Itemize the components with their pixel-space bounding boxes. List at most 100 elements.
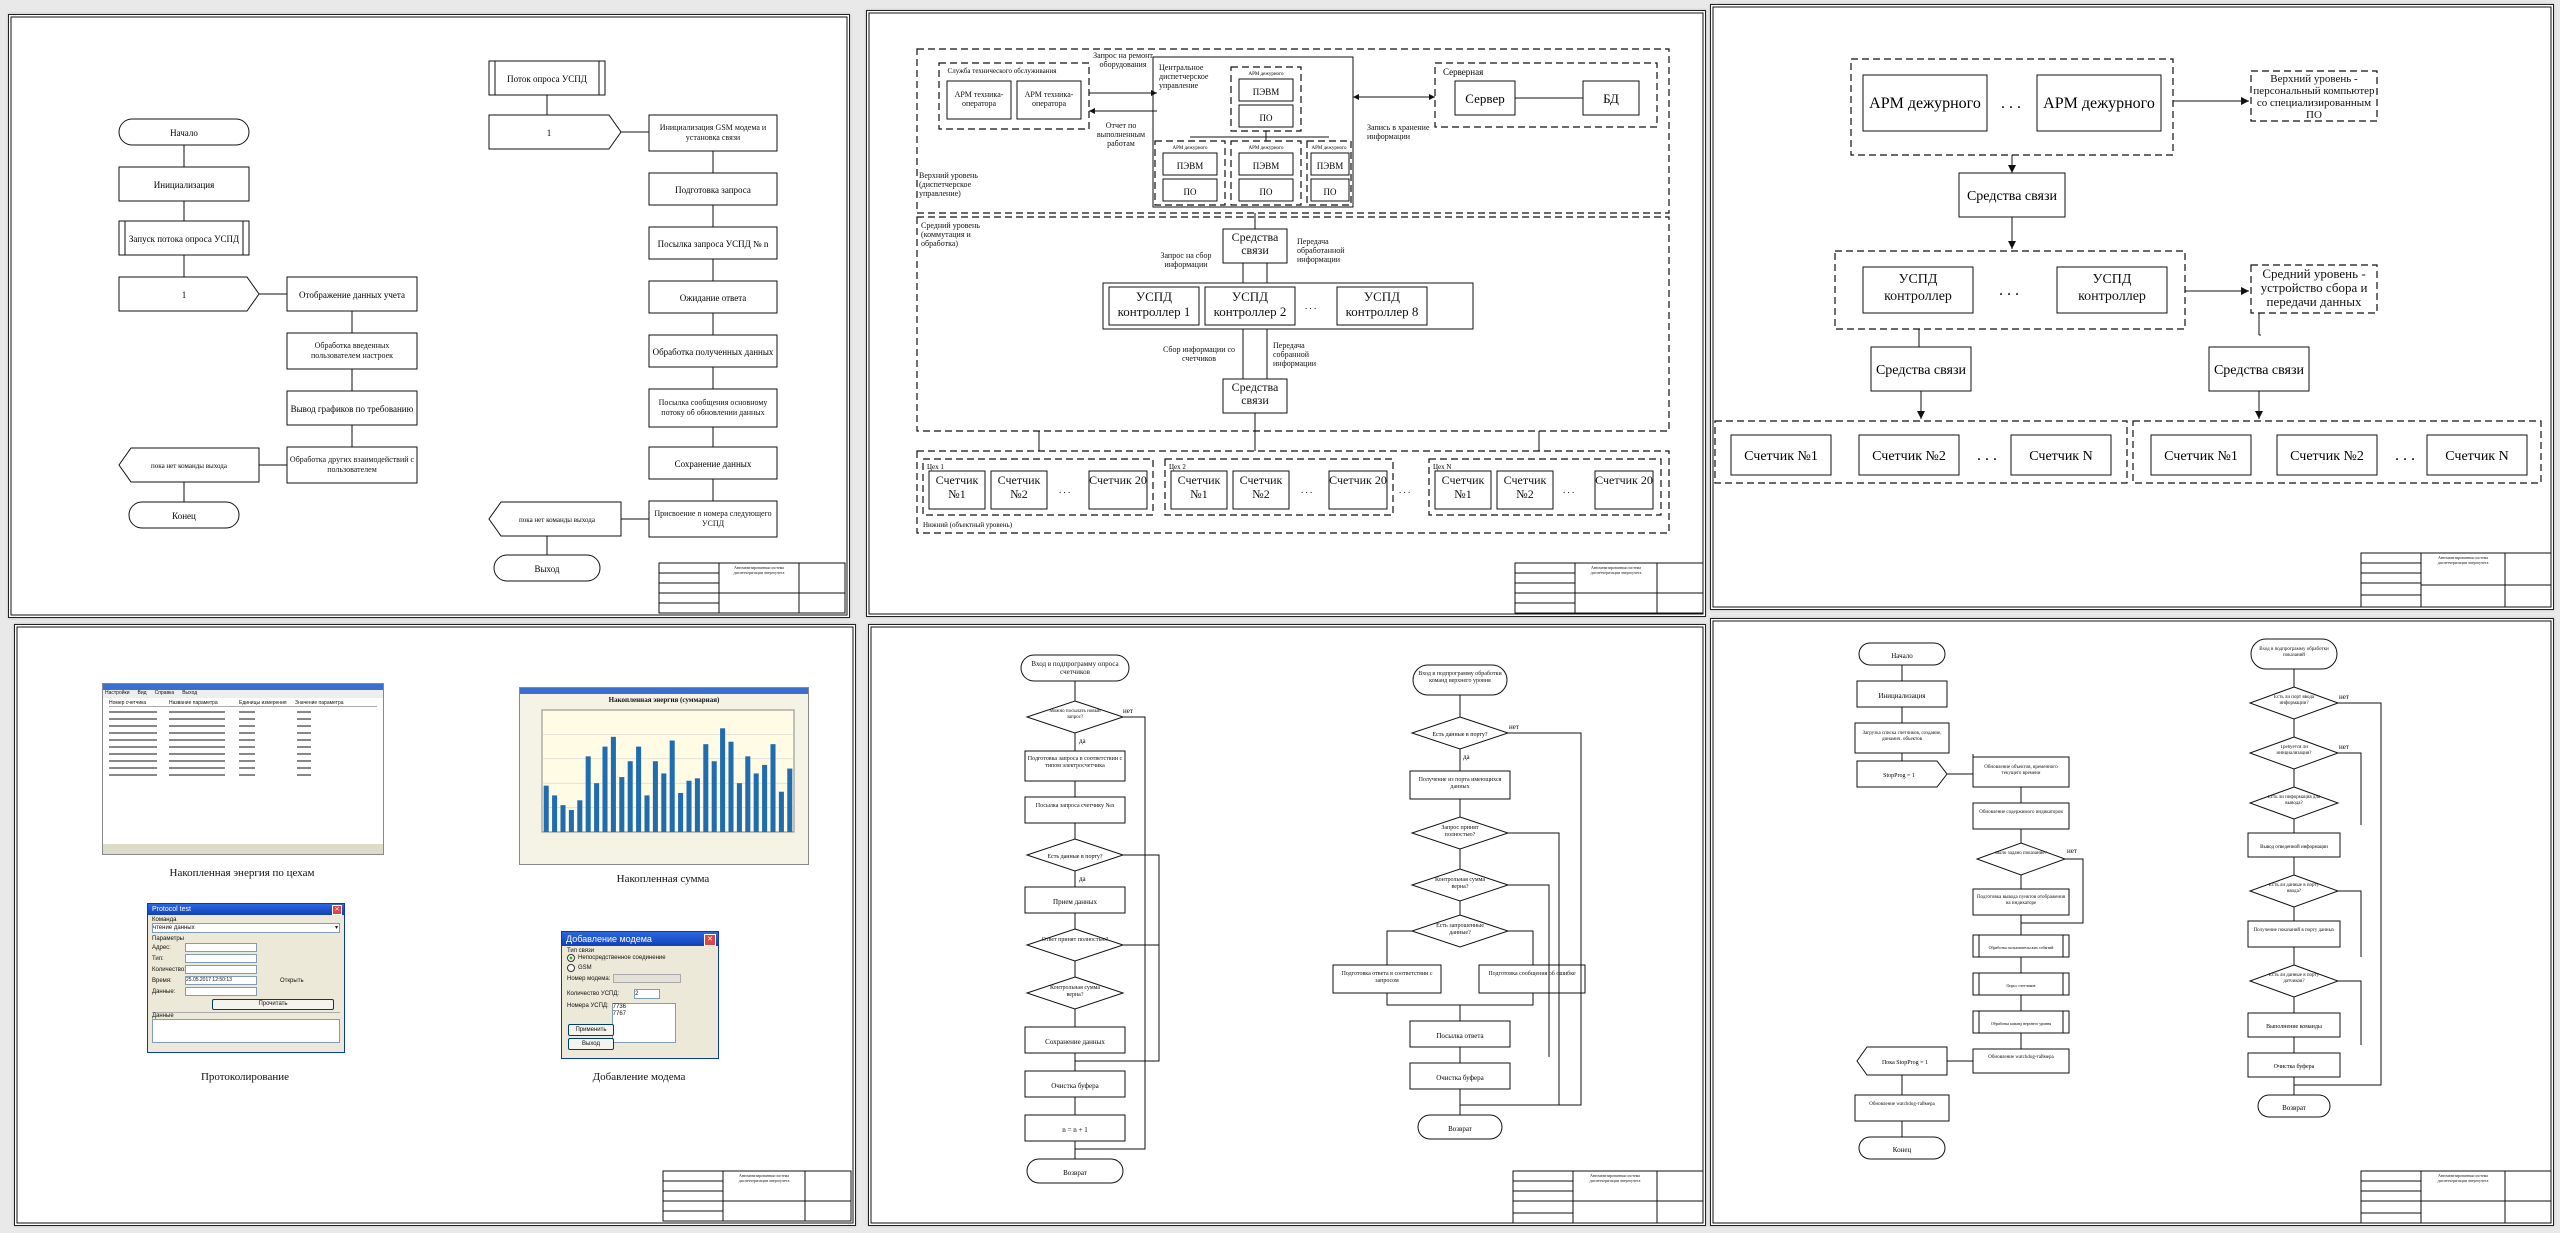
protocol-data-input[interactable] (185, 987, 257, 996)
col-param[interactable]: Название параметра (169, 700, 218, 706)
chart-bar (568, 810, 574, 832)
protocol-data-area[interactable] (152, 1019, 340, 1043)
sheet-architecture[interactable]: Служба технического обслуживания АРМ тех… (866, 10, 1706, 617)
table-rows-svg (109, 711, 311, 776)
protocol-count-input[interactable] (185, 965, 257, 974)
pr-receive (2247, 920, 2341, 948)
pr-q5-label: Есть ли данные в порту датчиков? (2268, 973, 2320, 984)
svg-text:ПО: ПО (1260, 187, 1273, 197)
chart-bar (694, 778, 700, 832)
node-graphs (286, 390, 418, 426)
modem-num-input[interactable] (613, 974, 682, 983)
chart-bar (770, 744, 776, 832)
protocol-read-button[interactable]: Прочитать (212, 999, 334, 1010)
menu-exit[interactable]: Выход (182, 690, 198, 696)
pr-output (2247, 832, 2341, 858)
radio-direct[interactable] (567, 954, 575, 962)
col-unit[interactable]: Единицы измерения (239, 700, 287, 706)
modem-uspd-input[interactable]: 7736 7767 (611, 1003, 676, 1043)
uspd-8 (1336, 286, 1428, 326)
ml-set-ind (1972, 888, 2070, 916)
meters-right-dots: . . . (2395, 447, 2415, 464)
node-thread-label: Поток опроса УСПД (507, 74, 587, 84)
meter-rn-label: Счетчик N (2445, 449, 2508, 464)
meter-r1 (2150, 434, 2252, 476)
protocol-addr-input[interactable] (185, 943, 257, 952)
comm-left-label: Средства связи (1876, 363, 1967, 378)
node-settings (286, 332, 418, 370)
chart-title: Накопленная энергия (суммарная) (608, 696, 720, 704)
node-proc-label: Обработка полученных данных (653, 347, 774, 357)
modem-count-input[interactable]: 2 (634, 989, 661, 999)
protocol-time-input[interactable]: 25.05.2017 12:50:13 (185, 976, 257, 985)
chart-bar (619, 777, 625, 832)
modem-close-icon[interactable]: ✕ (704, 934, 716, 946)
meter-l1-label: Счетчик №1 (1744, 449, 1818, 464)
sheet-flowchart-main[interactable]: Начало Инициализация Запуск потока опрос… (8, 14, 850, 618)
node-wait (648, 280, 778, 314)
protocol-close-icon[interactable]: ✕ (332, 905, 342, 915)
entry-poll-label: Вход в подпрограмму опроса счетчиков (1031, 660, 1119, 676)
radio-gsm[interactable] (567, 964, 575, 972)
ml-watchdog-label: Обновление watchdog-таймера (1988, 1055, 2054, 1060)
bottom-level-label: Нижний (объектный уровень) (923, 521, 1013, 529)
svg-text:ПЭВМ: ПЭВМ (1253, 87, 1279, 97)
chart-bar (753, 773, 759, 832)
ml-q-out-no: нет (2067, 847, 2077, 855)
protocol-cmd-value: чтение данных (153, 925, 195, 931)
chart-bar (686, 780, 692, 832)
clear-buffer (1024, 1070, 1126, 1098)
chart-bar (552, 795, 558, 832)
title-block: Автоматизированная система диспетчеризац… (662, 1170, 852, 1222)
central-frame (1152, 56, 1354, 208)
meters-left-dots: . . . (1977, 447, 1997, 464)
sheet-subroutines[interactable]: Вход в подпрограмму опроса счетчиков Мож… (868, 624, 1706, 1226)
pr-exec (2247, 1012, 2341, 1038)
pr-receive-label: Получение показаний в порту данных (2253, 928, 2335, 933)
chart-bar (560, 805, 566, 832)
q1-yes: да (1079, 737, 1087, 745)
node-thread-loop-label: 1 (547, 128, 552, 138)
meters-right-frame (2132, 420, 2542, 484)
protocol-type-input[interactable] (185, 954, 257, 963)
comm-right (2208, 346, 2310, 392)
col-meter[interactable]: Номер счетчика (109, 700, 147, 706)
chevron-down-icon: ▾ (334, 925, 338, 931)
sheet-levels[interactable]: АРМ дежурного . . . АРМ дежурного Верхни… (1710, 4, 2554, 610)
shop-2: Цех 2 Счетчик №1 Счетчик №2 . . . Счетчи… (1164, 458, 1394, 516)
chart-bar (669, 740, 675, 832)
modem-exit-button[interactable]: Выход (568, 1038, 614, 1050)
svg-text:. . .: . . . (1301, 485, 1312, 495)
uspd-a-label: УСПД контроллер (1884, 272, 1952, 304)
node-init-label: Инициализация (154, 180, 214, 190)
send-request-label: Посылка запроса счетчику №n (1035, 803, 1115, 809)
uspd-1 (1108, 286, 1200, 326)
svg-text:ПЭВМ: ПЭВМ (1253, 161, 1279, 171)
subroutines-svg: Вход в подпрограмму опроса счетчиков Мож… (870, 626, 1704, 1224)
ml-until-label: Пока StopProg = 1 (1882, 1060, 1928, 1066)
modem-apply-button[interactable]: Применить (568, 1024, 614, 1036)
receive-data-label: Прием данных (1053, 898, 1097, 906)
menu-settings[interactable]: Настройки (105, 690, 130, 696)
chart-bar (728, 741, 734, 832)
node-wait-label: Ожидание ответа (680, 293, 747, 303)
svg-text:Цех 2: Цех 2 (1169, 463, 1186, 471)
pr-q1-label: Есть ли порт ввода информации? (2273, 695, 2315, 706)
menu-help[interactable]: Справка (154, 690, 175, 696)
node-end-label: Конец (172, 511, 196, 521)
col-value[interactable]: Значение параметра (295, 700, 344, 706)
node-msg (648, 388, 778, 428)
svg-text:ПО: ПО (1260, 113, 1273, 123)
r1-no: нет (1509, 723, 1519, 731)
protocol-open-button[interactable]: Открыть (280, 977, 304, 984)
sheet-screenshots[interactable]: Настройки Вид Справка Выход Номер счетчи… (14, 624, 856, 1226)
report-label: Отчет по выполненным работам (1096, 121, 1146, 148)
return-poll (1026, 1158, 1124, 1184)
protocol-cmd-select[interactable]: чтение данных ▾ (152, 923, 340, 933)
meter-l2 (1858, 434, 1960, 476)
service-frame (938, 62, 1090, 130)
menu-view[interactable]: Вид (137, 690, 147, 696)
ml-until (1856, 1046, 1948, 1076)
middle-level-note-label: Средний уровень - устройство сбора и пер… (2260, 267, 2368, 309)
sheet-main-loop[interactable]: Начало Инициализация Загрузка списка сче… (1710, 618, 2554, 1226)
